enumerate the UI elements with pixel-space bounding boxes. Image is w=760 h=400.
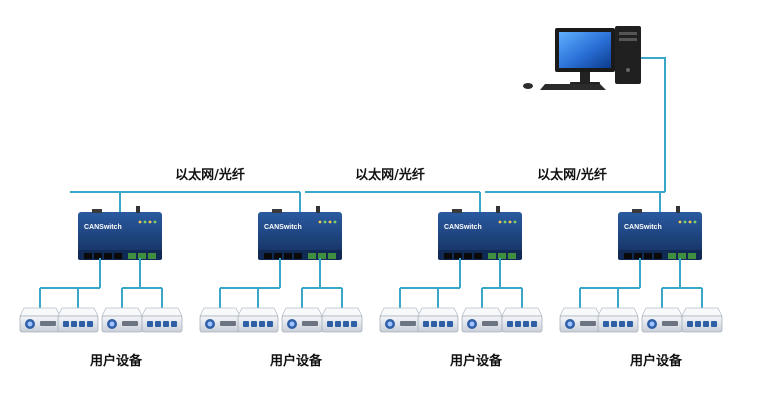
- link-label-ethernet-fiber: 以太网/光纤: [355, 168, 425, 183]
- switch-brand-label: CANSwitch: [84, 224, 122, 231]
- ethernet-fiber-links: [70, 57, 666, 212]
- user-device-icon: [237, 307, 279, 333]
- user-device-icon: [641, 307, 683, 333]
- user-device-icon: [199, 307, 241, 333]
- user-device-icon: [379, 307, 421, 333]
- user-device-icon: [461, 307, 503, 333]
- user-device-icon: [597, 307, 639, 333]
- user-device-icon: [559, 307, 601, 333]
- device-branch-lines-3: [399, 258, 523, 308]
- user-device-group-label: 用户设备: [89, 354, 143, 369]
- user-device-icon: [501, 307, 543, 333]
- switch-brand-label: CANSwitch: [444, 224, 482, 231]
- computer-icon: [523, 26, 641, 90]
- link-label-ethernet-fiber: 以太网/光纤: [175, 168, 245, 183]
- switch-brand-label: CANSwitch: [624, 224, 662, 231]
- user-device-icon: [19, 307, 61, 333]
- user-device-icon: [141, 307, 183, 333]
- canswitch-device-3: CANSwitch: [438, 206, 522, 260]
- device-branch-lines-2: [219, 258, 343, 308]
- pc-uplink-line: [640, 57, 666, 192]
- user-device-icon: [281, 307, 323, 333]
- device-branch-lines-1: [39, 258, 163, 308]
- user-device-icon: [101, 307, 143, 333]
- link-label-ethernet-fiber: 以太网/光纤: [537, 168, 607, 183]
- switch-brand-label: CANSwitch: [264, 224, 302, 231]
- canswitch-device-4: CANSwitch: [618, 206, 702, 260]
- user-device-icon: [417, 307, 459, 333]
- canswitch-device-2: CANSwitch: [258, 206, 342, 260]
- user-device-group-label: 用户设备: [449, 354, 503, 369]
- user-device-group-label: 用户设备: [269, 354, 323, 369]
- canswitch-device-1: CANSwitch: [78, 206, 162, 260]
- user-device-icon: [321, 307, 363, 333]
- user-device-icon: [57, 307, 99, 333]
- user-device-group-label: 用户设备: [629, 354, 683, 369]
- user-device-icon: [681, 307, 723, 333]
- device-branch-lines-4: [579, 258, 703, 308]
